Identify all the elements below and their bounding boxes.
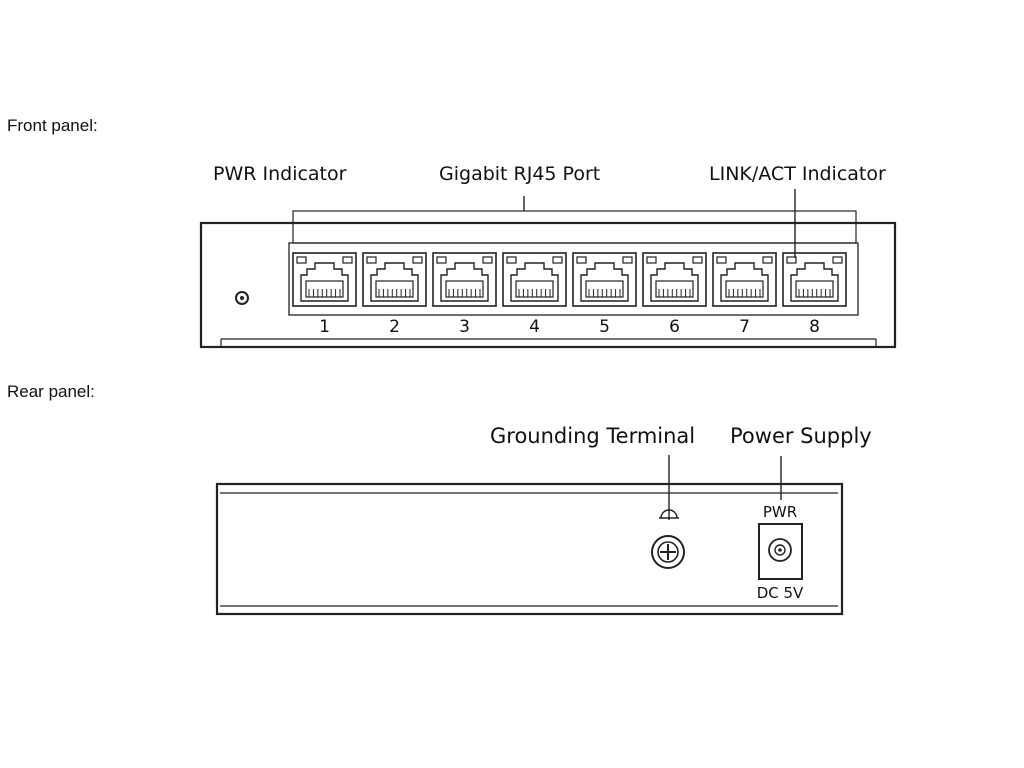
ground-symbol-icon bbox=[659, 455, 679, 520]
port-number-label: 6 bbox=[669, 317, 680, 337]
port-number-label: 2 bbox=[389, 317, 400, 337]
rj45-port-8 bbox=[782, 252, 847, 307]
port-number-label: 7 bbox=[739, 317, 750, 337]
link-act-led-icon bbox=[506, 256, 517, 264]
pwr-jack-label: PWR bbox=[763, 503, 797, 521]
port-block bbox=[288, 242, 859, 316]
grounding-screw-icon bbox=[651, 535, 685, 569]
rear-housing bbox=[215, 482, 844, 616]
dc-5v-label: DC 5V bbox=[757, 584, 804, 602]
front-housing bbox=[199, 221, 897, 349]
rj45-port-1 bbox=[292, 252, 357, 307]
rj45-ports: 1 2 3 4 5 6 7 8 bbox=[292, 252, 847, 337]
rear-panel bbox=[215, 455, 844, 616]
rj45-port-callout: Gigabit RJ45 Port bbox=[439, 163, 601, 185]
front-panel bbox=[199, 189, 897, 349]
grounding-terminal-callout: Grounding Terminal bbox=[490, 424, 696, 448]
dc-jack-icon bbox=[758, 523, 803, 580]
link-act-led-icon bbox=[576, 256, 587, 264]
link-act-led-icon bbox=[366, 256, 377, 264]
link-act-led-icon bbox=[786, 256, 797, 264]
port-number-label: 1 bbox=[319, 317, 330, 337]
link-act-led-icon bbox=[716, 256, 727, 264]
rear-panel-label: Rear panel: bbox=[7, 382, 95, 401]
port-number-label: 5 bbox=[599, 317, 610, 337]
link-act-indicator-callout: LINK/ACT Indicator bbox=[709, 163, 886, 185]
port-number-label: 4 bbox=[529, 317, 540, 337]
rj45-port-3 bbox=[432, 252, 497, 307]
pwr-indicator-callout: PWR Indicator bbox=[213, 163, 347, 185]
rj45-port-4 bbox=[502, 252, 567, 307]
port-number-label: 3 bbox=[459, 317, 470, 337]
link-act-led-icon bbox=[296, 256, 307, 264]
pwr-led-icon bbox=[235, 291, 249, 305]
rj45-port-7 bbox=[712, 252, 777, 307]
port-block-top bbox=[292, 210, 857, 244]
rj45-port-6 bbox=[642, 252, 707, 307]
port-number-label: 8 bbox=[809, 317, 820, 337]
power-supply-callout: Power Supply bbox=[730, 424, 872, 448]
rj45-port-5 bbox=[572, 252, 637, 307]
link-act-led-icon bbox=[646, 256, 657, 264]
rj45-port-2 bbox=[362, 252, 427, 307]
front-panel-label: Front panel: bbox=[7, 116, 98, 135]
link-act-led-icon bbox=[436, 256, 447, 264]
